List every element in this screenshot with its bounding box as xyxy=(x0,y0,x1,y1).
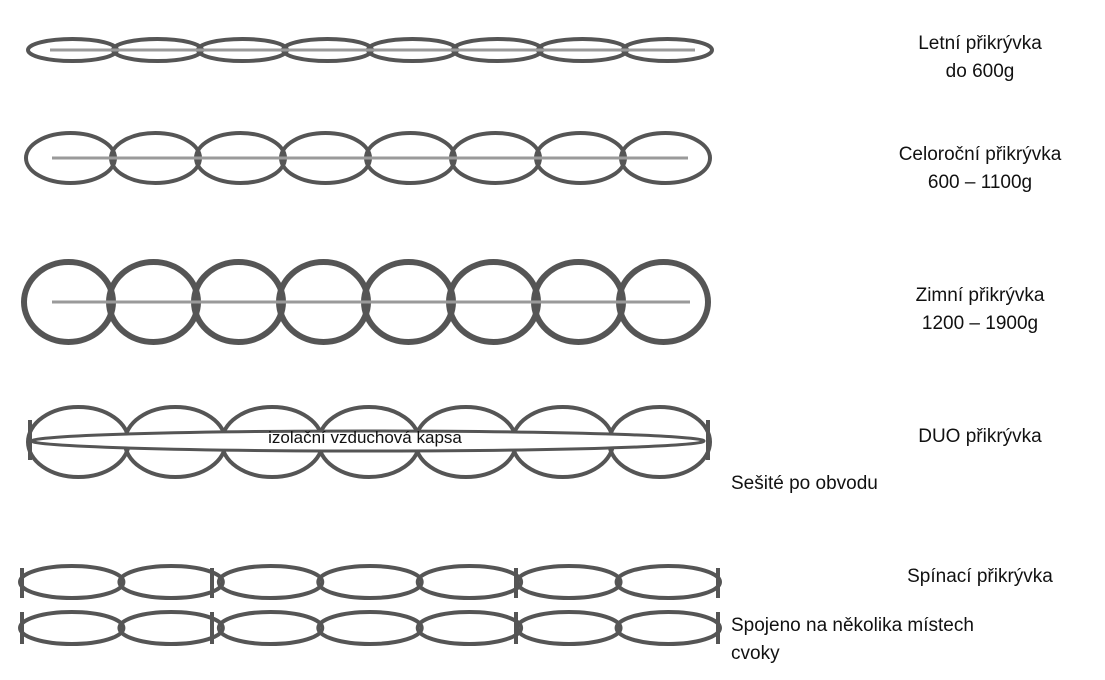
air-pocket-label: izolační vzduchová kapsa xyxy=(268,428,462,447)
clip-top-chamber xyxy=(216,564,325,600)
clip-bottom-chamber xyxy=(216,610,325,646)
duo-quilt-cross-section xyxy=(26,405,712,479)
clip-top-chamber xyxy=(18,564,126,600)
clip-top-chamber xyxy=(117,564,225,600)
summer-quilt-title: Letní přikrývka xyxy=(918,33,1042,54)
clip-bottom-chamber xyxy=(117,610,225,646)
clip-top-chamber xyxy=(316,564,424,600)
clip-quilt-cross-section xyxy=(18,564,722,646)
clip-top-chamber xyxy=(415,564,524,600)
clip-quilt-note: Spojeno na několika místech cvoky xyxy=(731,612,1031,668)
clip-quilt-note-line-1: Spojeno na několika místech xyxy=(731,615,974,636)
clip-top-chamber xyxy=(614,564,722,600)
duo-quilt-note: Sešité po obvodu xyxy=(731,470,991,498)
clip-bottom-chamber xyxy=(515,610,623,646)
clip-bottom-chamber xyxy=(316,610,424,646)
clip-quilt-label: Spínací přikrývka xyxy=(870,563,1090,591)
winter-quilt-cross-section xyxy=(21,259,711,345)
winter-quilt-weight: 1200 – 1900g xyxy=(921,313,1039,334)
clip-top-chamber xyxy=(515,564,623,600)
summer-quilt-label: Letní přikrývka do 600g xyxy=(880,30,1080,86)
duo-quilt-title: DUO přikrývka xyxy=(918,426,1042,447)
duo-quilt-note-text: Sešité po obvodu xyxy=(731,473,878,494)
clip-bottom-chamber xyxy=(18,610,126,646)
duo-quilt-label: DUO přikrývka xyxy=(880,423,1080,451)
winter-quilt-title: Zimní přikrývka xyxy=(915,285,1045,306)
clip-quilt-title: Spínací přikrývka xyxy=(907,566,1053,587)
clip-bottom-chamber xyxy=(415,610,524,646)
all-year-quilt-label: Celoroční přikrývka 600 – 1100g xyxy=(870,141,1090,197)
clip-quilt-note-line-2: cvoky xyxy=(731,643,780,664)
all-year-quilt-weight: 600 – 1100g xyxy=(927,172,1033,193)
summer-quilt-weight: do 600g xyxy=(945,61,1015,82)
winter-quilt-label: Zimní přikrývka 1200 – 1900g xyxy=(880,282,1080,338)
all-year-quilt-title: Celoroční přikrývka xyxy=(898,144,1062,165)
clip-bottom-chamber xyxy=(614,610,722,646)
summer-quilt-cross-section xyxy=(26,37,714,63)
all-year-quilt-cross-section xyxy=(24,131,712,185)
